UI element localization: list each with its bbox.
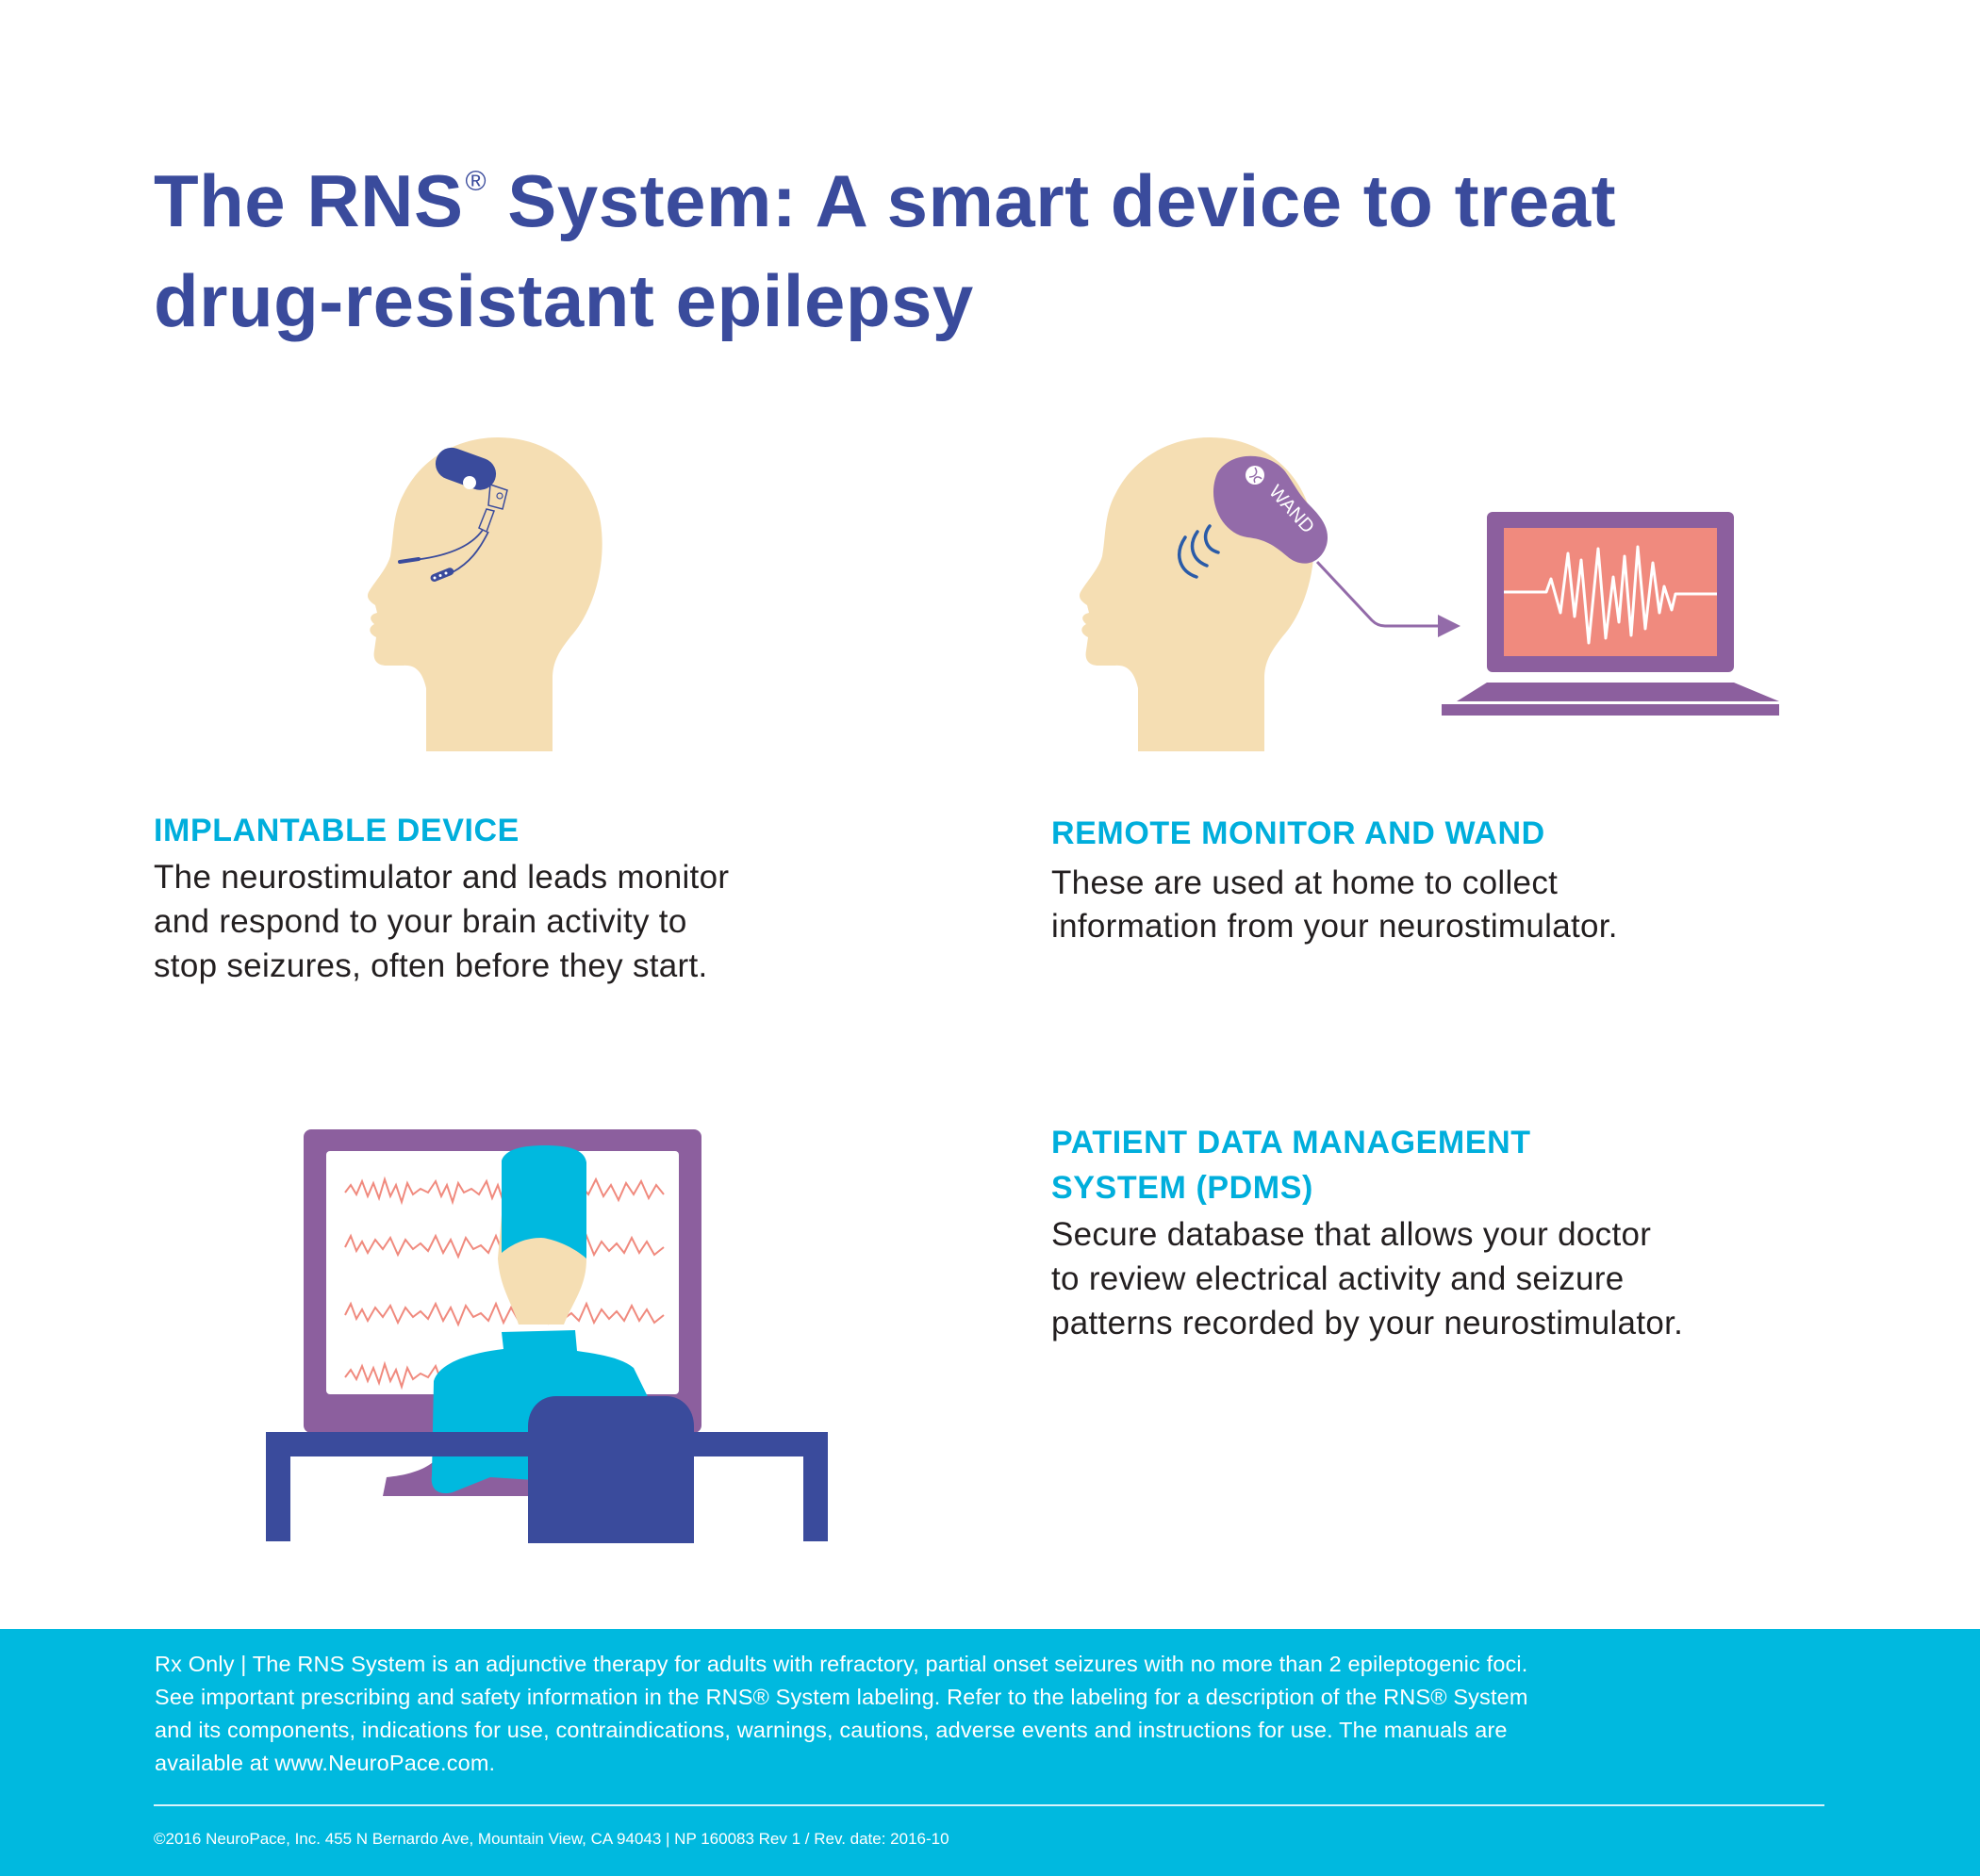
head-with-implant-icon — [366, 436, 603, 752]
body-line: information from your neurostimulator. — [1051, 908, 1618, 945]
section-heading: REMOTE MONITOR AND WAND — [1051, 815, 1545, 851]
doctor-at-monitor-icon — [264, 1127, 830, 1543]
title-rns: The RNS — [154, 159, 464, 242]
section-body: Secure database that allows your doctor … — [1051, 1212, 1900, 1345]
footer-line: Rx Only | The RNS System is an adjunctiv… — [155, 1652, 1528, 1676]
section-implantable-device: IMPLANTABLE DEVICE The neurostimulator a… — [154, 808, 927, 988]
body-line: Secure database that allows your doctor — [1051, 1216, 1652, 1253]
section-pdms: PATIENT DATA MANAGEMENT SYSTEM (PDMS) Se… — [1051, 1120, 1900, 1345]
body-line: These are used at home to collect — [1051, 864, 1559, 901]
heading-line: SYSTEM (PDMS) — [1051, 1170, 1313, 1206]
heading-line: PATIENT DATA MANAGEMENT — [1051, 1125, 1531, 1160]
footer-divider — [154, 1804, 1824, 1806]
title-line-2: drug-resistant epilepsy — [154, 259, 974, 342]
footer-line: available at www.NeuroPace.com. — [155, 1751, 496, 1775]
head-with-wand-and-laptop-icon: WAND — [1080, 436, 1789, 752]
footer-disclaimer: Rx Only | The RNS System is an adjunctiv… — [0, 1629, 1980, 1876]
section-body: These are used at home to collect inform… — [1051, 862, 1900, 948]
section-heading: PATIENT DATA MANAGEMENT SYSTEM (PDMS) — [1051, 1120, 1900, 1210]
body-line: to review electrical activity and seizur… — [1051, 1260, 1625, 1297]
body-line: and respond to your brain activity to — [154, 903, 687, 940]
section-remote-monitor-and-wand: REMOTE MONITOR AND WAND These are used a… — [1051, 811, 1900, 948]
body-line: stop seizures, often before they start. — [154, 947, 708, 984]
body-line: The neurostimulator and leads monitor — [154, 859, 730, 896]
footer-copyright: ©2016 NeuroPace, Inc. 455 N Bernardo Ave… — [154, 1830, 949, 1848]
section-heading: IMPLANTABLE DEVICE — [154, 813, 520, 848]
body-line: patterns recorded by your neurostimulato… — [1051, 1305, 1684, 1341]
footer-disclaimer-text: Rx Only | The RNS System is an adjunctiv… — [155, 1648, 1842, 1780]
title-line-1: The RNS® System: A smart device to treat — [154, 159, 1616, 242]
footer-line: See important prescribing and safety inf… — [155, 1685, 1528, 1709]
registered-mark: ® — [465, 166, 487, 197]
page-title: The RNS® System: A smart device to treat… — [154, 132, 1945, 351]
title-line-1-rest: System: A smart device to treat — [487, 159, 1617, 242]
section-body: The neurostimulator and leads monitor an… — [154, 855, 927, 988]
footer-line: and its components, indications for use,… — [155, 1718, 1508, 1742]
